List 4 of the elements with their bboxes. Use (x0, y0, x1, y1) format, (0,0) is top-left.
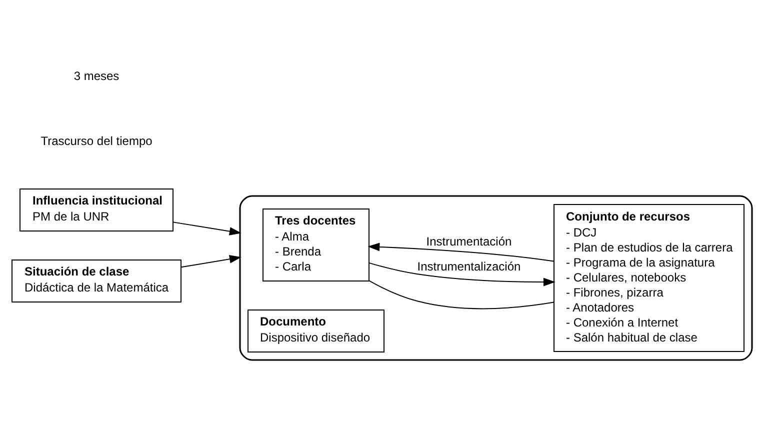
label: 3 meses (74, 68, 120, 83)
label: Trascurso del tiempo (40, 134, 152, 148)
edge-label: Instrumentalización (417, 259, 521, 274)
edge-label: Instrumentación (426, 234, 512, 248)
